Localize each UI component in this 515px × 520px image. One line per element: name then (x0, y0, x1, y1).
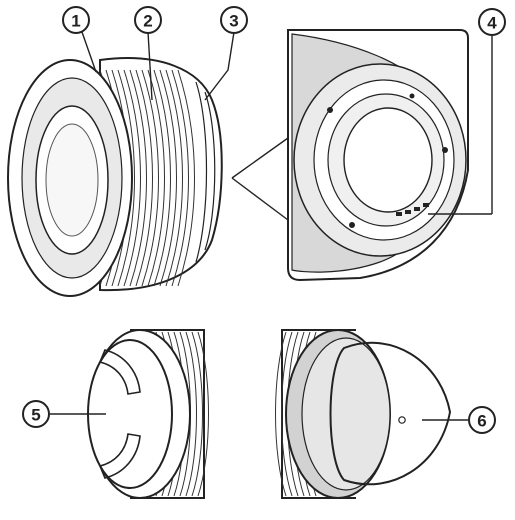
callout-6: 6 (468, 406, 496, 434)
rib-line (117, 69, 135, 287)
callout-4: 4 (478, 8, 506, 36)
callout-2: 2 (134, 6, 162, 34)
callout-3: 3 (220, 6, 248, 34)
callout-2-label: 2 (143, 12, 152, 31)
rib-line (141, 69, 159, 287)
rib-line (123, 69, 141, 287)
rib-line (135, 69, 153, 287)
callout-6-label: 6 (477, 412, 486, 431)
signal-contacts (396, 203, 429, 216)
rib-line (165, 69, 183, 287)
leader-1 (81, 31, 97, 73)
callout-4-label: 4 (487, 14, 497, 33)
rear-lens-cap (329, 341, 452, 486)
callout-1-label: 1 (71, 12, 80, 31)
rib-line (197, 331, 209, 497)
rib-line (191, 331, 203, 497)
callout-1: 1 (62, 6, 90, 34)
front-element-inner (45, 123, 99, 237)
rear-cap-view (275, 329, 468, 499)
lens-body (7, 31, 235, 297)
rib-line (281, 331, 293, 497)
rib-line (153, 69, 171, 287)
leader-2 (147, 31, 153, 101)
rib-line (275, 331, 287, 497)
callout-5: 5 (22, 400, 50, 428)
front-cap-view (50, 329, 209, 499)
rib-line (129, 69, 147, 287)
rib-line (159, 69, 177, 287)
rib-line (171, 69, 189, 287)
mount-detail (231, 29, 493, 282)
focus-ring-ribs (99, 69, 195, 287)
leader-3 (204, 31, 235, 101)
rib-line (185, 331, 197, 497)
callout-3-label: 3 (229, 12, 238, 31)
rib-line (177, 69, 195, 287)
callout-5-label: 5 (31, 406, 40, 425)
rib-line (147, 69, 165, 287)
rear-element (343, 107, 433, 213)
